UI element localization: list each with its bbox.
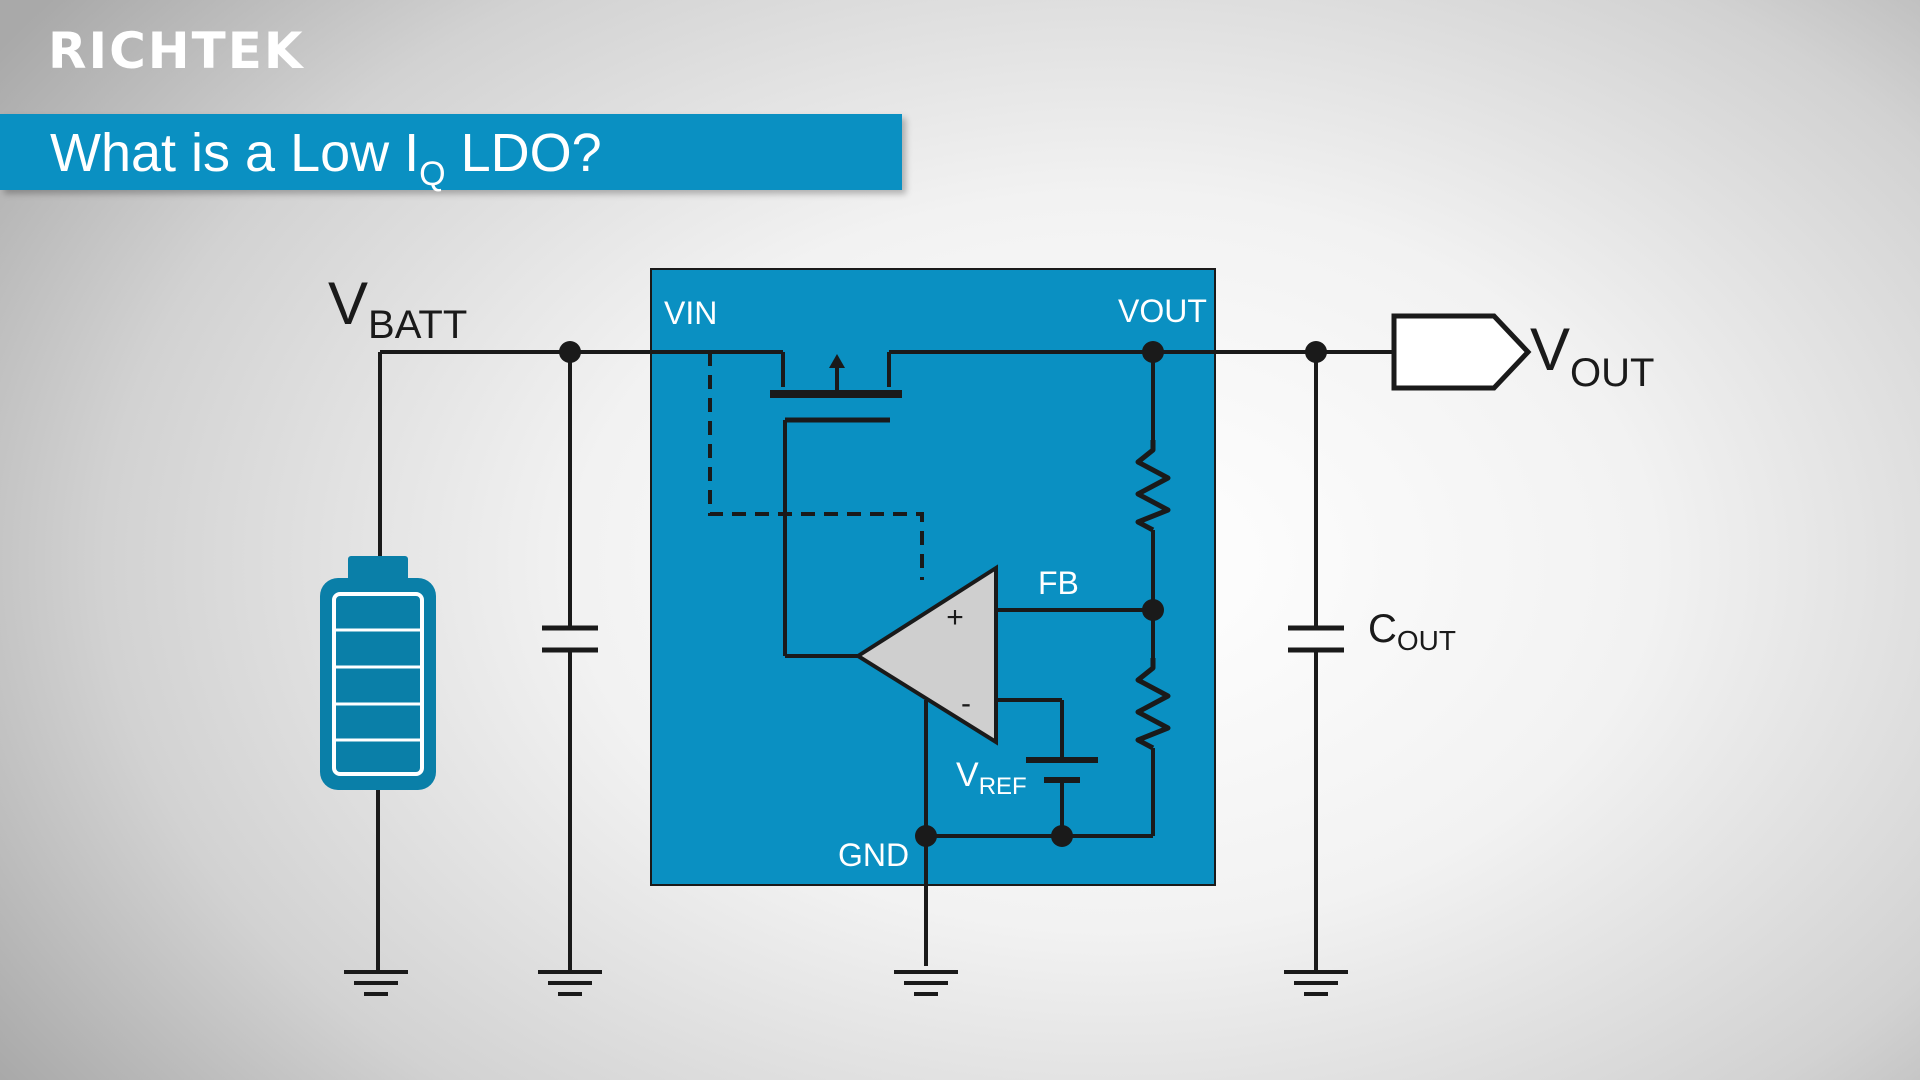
ldo-ic-block [650, 268, 1216, 886]
vout-terminal-label: VOUT [1530, 316, 1654, 395]
output-capacitor-icon [1288, 352, 1344, 972]
opamp-minus-sign: - [961, 687, 971, 720]
resistor-icon [1135, 440, 1171, 533]
slide-title-prefix: What is a Low I [50, 123, 420, 183]
vbatt-label-main: V [328, 270, 368, 337]
cout-label: COUT [1368, 607, 1456, 656]
opamp-icon [854, 564, 998, 746]
ground-icon [1282, 970, 1350, 996]
gnd-node-dot [915, 825, 937, 847]
mosfet-icon [770, 352, 902, 658]
fb-pin-label: FB [1038, 565, 1079, 601]
slide-title-suffix: LDO? [445, 123, 602, 183]
title-banner: What is a Low IQ LDO? [0, 114, 902, 193]
richtek-logo: RICHTEK [48, 22, 305, 80]
resistor-icon [1135, 658, 1171, 751]
vbatt-label-sub: BATT [368, 303, 467, 347]
vin-pin-label: VIN [664, 295, 717, 331]
ground-icon [536, 970, 604, 996]
vref-node-dot [1051, 825, 1073, 847]
fb-node-dot [1142, 599, 1164, 621]
vref-source-icon [1026, 757, 1098, 783]
input-node-dot [559, 341, 581, 363]
battery-icon [320, 556, 436, 790]
vout-terminal-label-main: V [1530, 316, 1570, 383]
ground-icon [342, 970, 410, 996]
output-node-dot [1305, 341, 1327, 363]
vout-pin-label: VOUT [1118, 293, 1207, 329]
input-capacitor-icon [542, 352, 598, 972]
mosfet-arrow [829, 354, 845, 368]
vout-terminal-label-sub: OUT [1570, 351, 1654, 395]
vbatt-label: VBATT [328, 270, 467, 347]
ground-icon [892, 970, 960, 996]
cout-label-main: C [1368, 607, 1397, 651]
vout-node-dot [1142, 341, 1164, 363]
opamp-plus-sign: + [946, 601, 964, 634]
vref-label-main: V [956, 756, 979, 794]
cout-label-sub: OUT [1397, 625, 1456, 656]
dashed-supply-path [708, 352, 924, 580]
output-terminal-icon [1391, 313, 1532, 391]
slide-title-subscript: Q [419, 155, 446, 193]
vref-label-sub: REF [979, 773, 1027, 800]
gnd-pin-label: GND [838, 837, 909, 873]
vref-label: VREF [956, 756, 1027, 800]
slide-title: What is a Low IQ LDO? [50, 122, 602, 194]
